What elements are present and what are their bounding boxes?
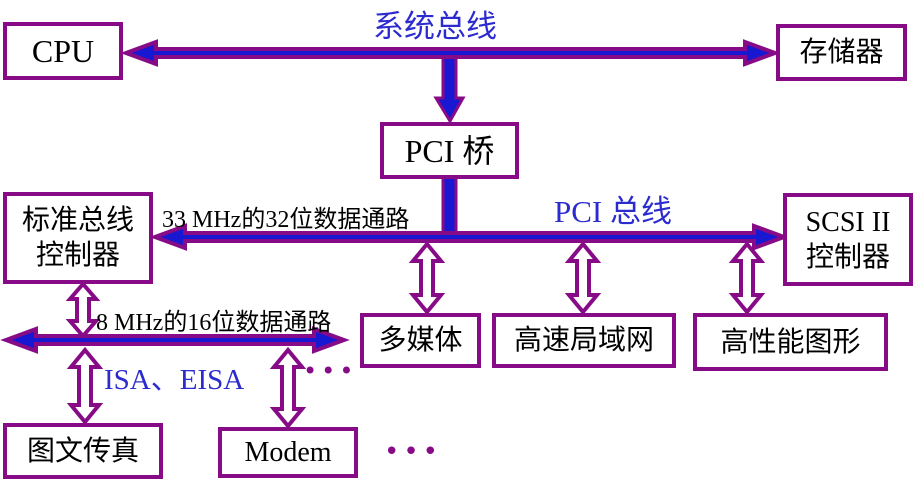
memory-label: 存储器	[799, 37, 884, 68]
pci-to-graphics-arrow	[728, 240, 766, 316]
isa-datapath-note: 8 MHz的16位数据通路	[96, 310, 332, 336]
scsi-controller-line1: SCSI II	[805, 206, 891, 238]
fax-box: 图文传真	[3, 423, 163, 479]
standard-bus-controller-line2: 控制器	[35, 240, 120, 271]
isa-to-fax-arrow	[66, 346, 104, 426]
fax-label: 图文传真	[26, 435, 139, 467]
system-bus-arrow	[120, 39, 781, 67]
scsi-controller-line2: 控制器	[805, 241, 890, 273]
standard-bus-controller-line1: 标准总线	[21, 205, 134, 236]
standard-bus-controller-box: 标准总线 控制器	[3, 192, 153, 284]
controller-to-isa-arrow	[65, 280, 101, 340]
multimedia-box: 多媒体	[360, 313, 481, 368]
graphics-label: 高性能图形	[720, 326, 861, 358]
multimedia-label: 多媒体	[378, 325, 463, 356]
isa-to-modem-arrow	[269, 346, 307, 430]
isa-bus-arrow	[0, 326, 350, 354]
scsi-controller-box: SCSI II 控制器	[783, 193, 913, 286]
system-bus-to-bridge-arrow	[433, 49, 466, 124]
modem-box: Modem	[218, 427, 358, 478]
lan-label: 高速局域网	[513, 325, 654, 356]
isa-devices-ellipsis: •••	[303, 357, 358, 385]
cpu-box: CPU	[3, 22, 123, 80]
modem-ellipsis: •••	[384, 437, 443, 467]
pci-bridge-label: PCI 桥	[404, 132, 495, 169]
lan-box: 高速局域网	[492, 313, 676, 368]
pci-to-lan-arrow	[564, 240, 602, 316]
pci-bridge-box: PCI 桥	[380, 122, 519, 179]
system-bus-label: 系统总线	[373, 9, 497, 44]
modem-label: Modem	[244, 437, 332, 468]
bridge-to-pci-connector	[441, 174, 458, 236]
pci-to-multimedia-arrow	[408, 240, 446, 316]
graphics-box: 高性能图形	[693, 313, 888, 371]
memory-box: 存储器	[776, 24, 907, 81]
isa-eisa-label: ISA、EISA	[104, 364, 245, 396]
cpu-label: CPU	[31, 33, 95, 69]
pci-datapath-note: 33 MHz的32位数据通路	[162, 207, 410, 233]
pci-bus-label: PCI 总线	[554, 194, 672, 229]
